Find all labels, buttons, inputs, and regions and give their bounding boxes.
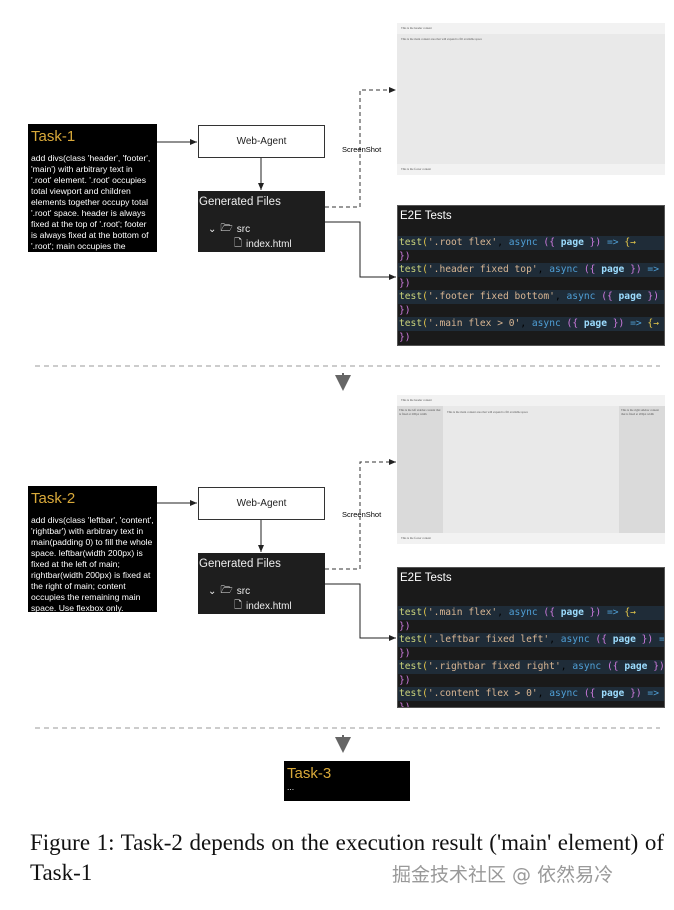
- task-title: Task-2: [31, 490, 76, 507]
- test-close-line: }): [399, 250, 411, 262]
- folder-name[interactable]: src: [236, 586, 251, 597]
- e2e-tests-panel: E2E Tests test('.main flex', async ({ pa…: [397, 567, 665, 708]
- test-line: test('.root flex', async ({ page }) => {…: [398, 236, 664, 250]
- task-2-card: Task-2 add divs(class 'leftbar', 'conten…: [28, 486, 157, 613]
- preview-footer: This is the footer content: [397, 164, 665, 175]
- test-line: test('.main flex', async ({ page }) => {…: [398, 606, 664, 620]
- preview-leftbar: This is the left sidebar content that is…: [397, 406, 443, 533]
- test-close-line: }): [399, 331, 411, 343]
- test-code: test('.main flex', async ({ page }) => {…: [398, 606, 665, 708]
- preview-footer: This is the footer content: [397, 533, 665, 544]
- file-icon: 🗋: [234, 238, 243, 249]
- file-name[interactable]: index.html: [246, 239, 292, 250]
- preview-header: This is the header content: [397, 395, 665, 406]
- test-line: test('.main flex > 0', async ({ page }) …: [398, 317, 664, 331]
- generated-files-panel: Generated Files ⌄🗁src 🗋index.html: [198, 191, 325, 252]
- task-title: Task-1: [31, 128, 76, 145]
- test-line: test('.header fixed top', async ({ page …: [398, 263, 665, 277]
- figure-caption: Figure 1: Task-2 depends on the executio…: [30, 830, 664, 885]
- test-line: test('.leftbar fixed left', async ({ pag…: [398, 633, 665, 647]
- screenshot-label: ScreenShot: [342, 145, 382, 154]
- connectors-task-1: [157, 87, 396, 280]
- test-close-line: }): [399, 277, 411, 289]
- test-code: test('.root flex', async ({ page }) => {…: [398, 236, 664, 344]
- panel-title: Generated Files: [199, 558, 281, 570]
- test-close-line: }): [399, 674, 411, 686]
- task-description: add divs(class 'leftbar', 'content', 'ri…: [31, 515, 154, 613]
- file-name[interactable]: index.html: [246, 601, 292, 612]
- task-3-card: Task-3 ...: [284, 761, 410, 801]
- web-agent-box: Web-Agent: [198, 487, 325, 520]
- preview-content: This is the main content area that will …: [447, 410, 528, 414]
- e2e-tests-panel: E2E Tests test('.root flex', async ({ pa…: [397, 205, 665, 346]
- file-icon: 🗋: [234, 600, 243, 611]
- test-close-line: }): [399, 647, 411, 659]
- task-description: ...: [287, 782, 295, 792]
- preview-main: This is the main content area that will …: [401, 37, 482, 41]
- panel-title: E2E Tests: [400, 210, 452, 222]
- screenshot-preview: This is the header content This is the l…: [397, 395, 665, 544]
- watermark: 掘金技术社区 @ 依然易冷: [392, 864, 614, 886]
- task-title: Task-3: [287, 765, 332, 782]
- test-close-line: }): [399, 620, 411, 632]
- test-close-line: }): [399, 304, 411, 316]
- folder-icon: 🗁: [220, 223, 233, 234]
- task-description: add divs(class 'header', 'footer', 'main…: [31, 153, 151, 262]
- generated-files-panel: Generated Files ⌄🗁src 🗋index.html: [198, 553, 325, 614]
- web-agent-box: Web-Agent: [198, 125, 325, 158]
- chevron-down-icon: ⌄: [208, 224, 217, 235]
- panel-title: Generated Files: [199, 196, 281, 208]
- panel-title: E2E Tests: [400, 572, 452, 584]
- test-line: test('.rightbar fixed right', async ({ p…: [398, 660, 665, 674]
- test-line: test('.content flex > 0', async ({ page …: [398, 687, 665, 701]
- folder-name[interactable]: src: [236, 224, 251, 235]
- preview-rightbar: This is the right sidebar content that i…: [619, 406, 665, 533]
- preview-header: This is the header content: [397, 23, 665, 34]
- task-1-card: Task-1 add divs(class 'header', 'footer'…: [28, 124, 157, 262]
- test-line: test('.footer fixed bottom', async ({ pa…: [398, 290, 664, 304]
- chevron-down-icon: ⌄: [208, 586, 217, 597]
- screenshot-preview: This is the header content This is the m…: [397, 23, 665, 175]
- test-close-line: }): [399, 701, 411, 708]
- screenshot-label: ScreenShot: [342, 510, 382, 519]
- connectors-task-2: [157, 459, 396, 641]
- folder-icon: 🗁: [220, 585, 233, 596]
